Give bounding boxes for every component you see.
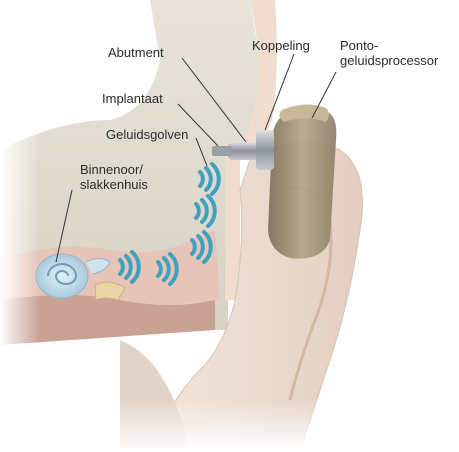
label-abutment-text: Abutment <box>108 45 164 60</box>
label-geluidsgolven-text: Geluidsgolven <box>106 127 188 142</box>
label-abutment: Abutment <box>108 45 164 60</box>
label-ponto-line2: geluidsprocessor <box>340 53 438 68</box>
label-koppeling: Koppeling <box>252 38 310 53</box>
left-fade <box>0 0 40 452</box>
bottom-fade <box>0 400 459 452</box>
label-implantaat-text: Implantaat <box>102 91 163 106</box>
label-implantaat: Implantaat <box>102 91 163 106</box>
label-ponto-line1: Ponto- <box>340 38 438 53</box>
label-ponto: Ponto- geluidsprocessor <box>340 38 438 68</box>
label-geluidsgolven: Geluidsgolven <box>106 127 188 142</box>
implant-screw <box>212 146 232 156</box>
label-binnenoor: Binnenoor/ slakkenhuis <box>80 162 148 192</box>
label-koppeling-text: Koppeling <box>252 38 310 53</box>
processor-body <box>268 110 336 259</box>
coupling-metal <box>256 130 274 170</box>
label-binnenoor-line2: slakkenhuis <box>80 177 148 192</box>
label-binnenoor-line1: Binnenoor/ <box>80 162 148 177</box>
